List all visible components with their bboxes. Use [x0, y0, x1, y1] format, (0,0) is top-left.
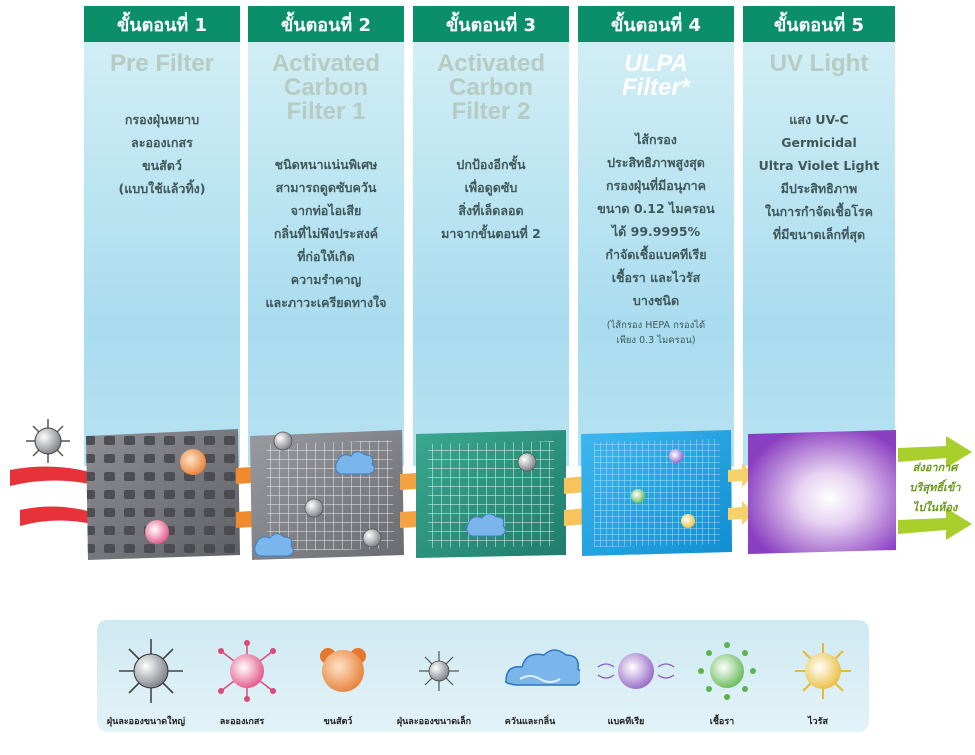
- ulpa-filter-panel: [581, 430, 732, 556]
- legend-item-small-dust: ฝุ่นละอองขนาดเล็ก: [389, 628, 479, 728]
- legend-label-small-dust: ฝุ่นละอองขนาดเล็ก: [396, 717, 472, 727]
- step-1-header: ขั้นตอนที่ 1: [84, 6, 240, 42]
- step-4-description: ไส้กรอง ประสิทธิภาพสูงสุด กรองฝุ่นที่มีอ…: [597, 132, 715, 308]
- trapped-small-dust-2: [304, 498, 324, 518]
- step-1-column: ขั้นตอนที่ 1 Pre Filter กรองฝุ่นหยาบ ละอ…: [84, 6, 240, 466]
- clean-air-arrow-bottom: [898, 508, 972, 540]
- trapped-small-dust-1: [273, 431, 293, 451]
- large-dust-icon: [119, 639, 183, 703]
- step-4-header: ขั้นตอนที่ 4: [578, 6, 734, 42]
- step-1-title: Pre Filter: [109, 50, 215, 77]
- legend-label-bacteria: แบคทีเรีย: [607, 717, 645, 727]
- legend-item-pollen: ละอองเกสร: [197, 628, 287, 728]
- legend-label-animal-fur: ขนสัตว์: [323, 717, 353, 727]
- virus-icon: [795, 643, 851, 699]
- step-3-header: ขั้นตอนที่ 3: [413, 6, 569, 42]
- legend-item-fungus: เชื้อรา: [677, 628, 767, 728]
- step-5-column: ขั้นตอนที่ 5 UV Light แสง UV-C Germicida…: [743, 6, 895, 466]
- filter-flow-graphic: [10, 419, 972, 560]
- trapped-pollen-particle: [145, 520, 169, 544]
- air-inflow-arrow-top: [10, 462, 112, 494]
- trapped-bacteria: [669, 449, 683, 463]
- flow-arrow-4b: [728, 501, 754, 525]
- legend-label-large-dust: ฝุ่นละอองขนาดใหญ่: [106, 717, 186, 727]
- legend-label-virus: ไวรัส: [808, 717, 828, 727]
- legend-item-animal-fur: ขนสัตว์: [293, 628, 383, 728]
- step-4-note: (ไส้กรอง HEPA กรองได้ เพียง 0.3 ไมครอน): [606, 320, 706, 346]
- legend-item-large-dust: ฝุ่นละอองขนาดใหญ่: [101, 628, 191, 728]
- legend-label-smoke-odor: ควันและกลิ่น: [504, 717, 556, 727]
- clean-air-label: ส่งอากาศ บริสุทธิ์เข้า ไปในห้อง: [909, 461, 961, 514]
- step-5-description: แสง UV-C Germicidal Ultra Violet Light ม…: [758, 112, 880, 242]
- uv-light-panel: [748, 430, 896, 554]
- legend-item-smoke-odor: ควันและกลิ่น: [485, 628, 580, 728]
- step-3-title: Activated Carbon Filter 2: [436, 50, 546, 125]
- step-2-description: ชนิดหนาแน่นพิเศษ สามารถดูดซับควัน จากท่อ…: [265, 157, 387, 310]
- legend-item-bacteria: แบคทีเรีย: [581, 628, 675, 728]
- small-dust-icon: [419, 651, 459, 691]
- trapped-virus: [681, 514, 695, 528]
- step-4-title: ULPA Filter*: [621, 50, 690, 101]
- particle-legend: ฝุ่นละอองขนาดใหญ่ ละอองเกสร: [97, 620, 869, 732]
- clean-air-arrow-top: [898, 436, 972, 468]
- trapped-small-dust-3: [362, 528, 382, 548]
- legend-label-pollen: ละอองเกสร: [219, 717, 265, 727]
- bacteria-icon: [597, 653, 675, 689]
- step-2-column: ขั้นตอนที่ 2 Activated Carbon Filter 1 ช…: [248, 6, 404, 466]
- carbon-filter-2-panel: [416, 430, 566, 558]
- air-inflow-arrow-bottom: [20, 502, 114, 534]
- smoke-odor-icon: [504, 649, 580, 686]
- step-2-title: Activated Carbon Filter 1: [271, 50, 381, 125]
- trapped-smoke-cloud-1: [335, 451, 375, 475]
- trapped-smoke-cloud-3: [466, 513, 506, 537]
- step-2-header: ขั้นตอนที่ 2: [248, 6, 404, 42]
- step-4-column: ขั้นตอนที่ 4 ULPA Filter* ไส้กรอง ประสิท…: [578, 6, 734, 466]
- legend-label-fungus: เชื้อรา: [709, 717, 735, 727]
- trapped-fungus: [631, 489, 645, 503]
- legend-item-virus: ไวรัส: [773, 628, 863, 728]
- step-5-title: UV Light: [769, 50, 869, 77]
- flow-arrow-4a: [728, 463, 754, 487]
- trapped-small-dust-4: [517, 452, 537, 472]
- step-5-header: ขั้นตอนที่ 5: [743, 6, 895, 42]
- trapped-fur-particle: [180, 449, 206, 475]
- fungus-icon: [698, 642, 756, 700]
- pollen-icon: [218, 640, 276, 702]
- large-dust-particle: [26, 419, 70, 463]
- animal-fur-icon: [320, 648, 366, 692]
- step-1-description: กรองฝุ่นหยาบ ละอองเกสร ขนสัตว์ (แบบใช้แล…: [118, 112, 206, 196]
- step-3-description: ปกป้องอีกชั้น เพื่อดูดซับ สิ่งที่เล็ดลอด…: [441, 157, 541, 241]
- trapped-smoke-cloud-2: [254, 533, 294, 557]
- step-3-column: ขั้นตอนที่ 3 Activated Carbon Filter 2 ป…: [413, 6, 569, 466]
